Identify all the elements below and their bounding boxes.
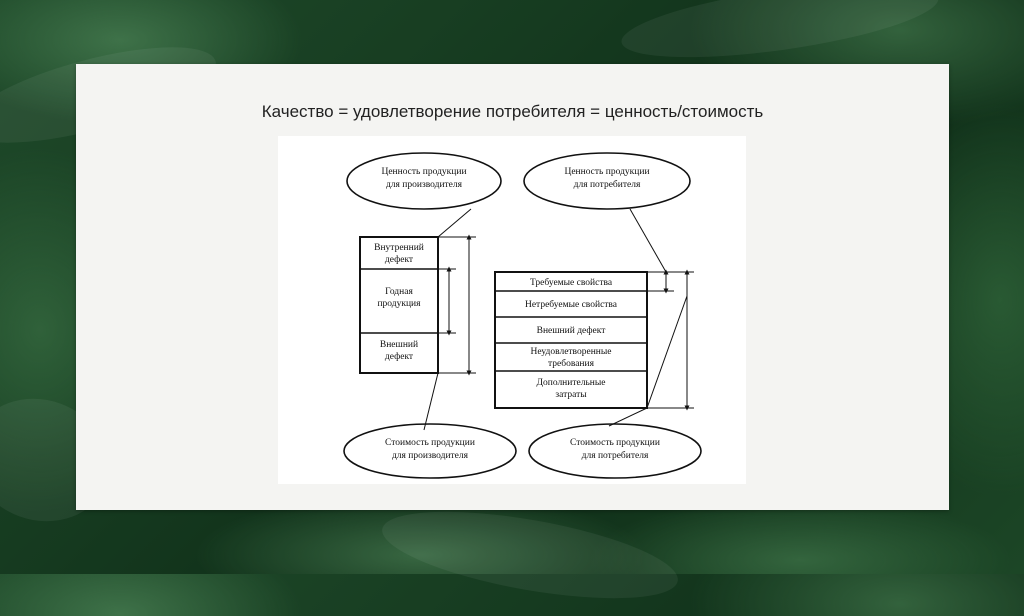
producer-internal-defect-line1: Внутренний (374, 242, 424, 253)
producer-column: Внутренний дефект Годная продукция Внешн… (359, 236, 439, 374)
ellipse-value-producer-line1: Ценность продукции (381, 167, 466, 177)
producer-external-defect-line2: дефект (385, 351, 414, 362)
slide-card: Качество = удовлетворение потребителя = … (76, 64, 949, 510)
ellipse-cost-consumer-line2: для потребителя (582, 450, 649, 461)
ellipse-value-consumer: Ценность продукции для потребителя (523, 152, 691, 210)
slide-title: Качество = удовлетворение потребителя = … (261, 102, 764, 121)
ellipse-value-consumer-line2: для потребителя (574, 179, 641, 190)
ellipse-cost-producer-line2: для производителя (392, 451, 469, 461)
consumer-unmet-requirements-line1: Неудовлетворенные (531, 347, 612, 357)
ellipse-cost-producer: Стоимость продукции для производителя (343, 423, 517, 479)
quality-diagram: Ценность продукции для производителя Цен… (278, 136, 746, 484)
consumer-unmet-requirements-line2: требования (548, 358, 595, 369)
ellipse-cost-producer-line1: Стоимость продукции (385, 438, 475, 448)
ellipse-cost-consumer: Стоимость продукции для потребителя (528, 423, 702, 479)
producer-dimensions (423, 208, 476, 431)
producer-internal-defect-line2: дефект (385, 254, 414, 265)
ellipse-value-producer-line2: для производителя (386, 180, 463, 190)
producer-good-product-line2: продукция (377, 299, 421, 309)
consumer-additional-costs-line1: Дополнительные (537, 378, 606, 388)
consumer-required-properties: Требуемые свойства (530, 277, 613, 288)
producer-good-product-line1: Годная (385, 287, 413, 297)
consumer-additional-costs-line2: затраты (555, 390, 587, 400)
consumer-external-defect: Внешний дефект (537, 325, 607, 336)
ellipse-cost-consumer-line1: Стоимость продукции (570, 438, 660, 448)
ellipse-value-consumer-line1: Ценность продукции (564, 167, 649, 177)
consumer-dimensions (608, 208, 694, 427)
leaf-highlight (376, 494, 684, 616)
producer-external-defect-line1: Внешний (380, 339, 418, 350)
consumer-column: Требуемые свойства Нетребуемые свойства … (494, 271, 648, 409)
diagram-svg: Ценность продукции для производителя Цен… (343, 152, 702, 479)
leaf-highlight (617, 0, 943, 72)
consumer-unrequired-properties: Нетребуемые свойства (525, 299, 618, 310)
ellipse-value-producer: Ценность продукции для производителя (346, 152, 502, 210)
